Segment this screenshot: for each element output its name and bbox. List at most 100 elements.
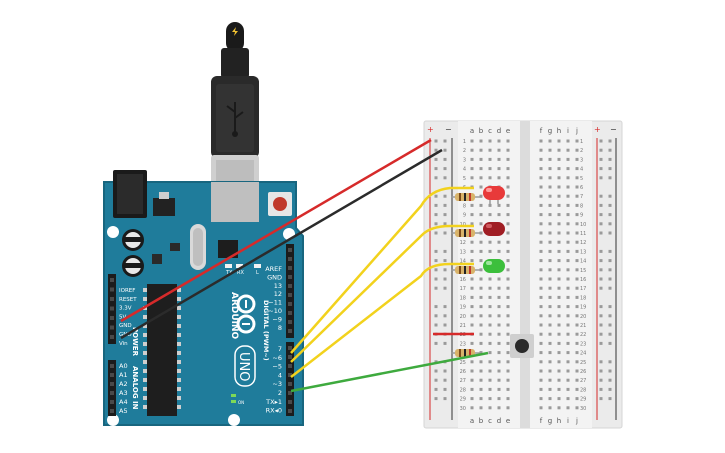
row-number: 30 xyxy=(580,406,586,412)
resistor[interactable] xyxy=(451,349,482,357)
wire-pin3-yellow[interactable] xyxy=(290,262,474,378)
row-number: 5 xyxy=(463,176,466,182)
column-label: g xyxy=(548,417,552,425)
arduino-logo-icon xyxy=(236,294,256,334)
row-number: 26 xyxy=(460,369,466,375)
row-number: 8 xyxy=(580,203,583,209)
pushbutton[interactable] xyxy=(510,334,534,358)
on-label: ON xyxy=(238,400,244,405)
row-number: 19 xyxy=(580,305,586,311)
rail-minus-label-right: − xyxy=(610,125,617,134)
row-number: 22 xyxy=(580,332,586,338)
column-label: i xyxy=(567,417,569,425)
mounting-hole xyxy=(228,414,240,426)
digital-pin-label: ~10 xyxy=(268,307,282,315)
row-number: 3 xyxy=(463,157,466,163)
small-chip xyxy=(152,254,162,264)
row-number: 7 xyxy=(580,194,583,200)
digital-pin-label: ~11 xyxy=(268,299,282,307)
digital-pin-label: 7 xyxy=(278,345,282,353)
resistor[interactable] xyxy=(451,193,482,201)
rail-plus-label-right: + xyxy=(594,125,601,134)
row-number: 25 xyxy=(460,360,466,366)
column-label: g xyxy=(548,127,552,135)
digital-pin-label: 4 xyxy=(278,371,282,379)
column-label: a xyxy=(470,417,474,425)
row-number: 14 xyxy=(580,259,586,265)
row-number: 19 xyxy=(460,305,466,311)
column-label: d xyxy=(497,417,501,425)
row-number: 1 xyxy=(580,139,583,145)
row-number: 2 xyxy=(580,148,583,154)
rail-minus-label: − xyxy=(445,125,452,134)
analog-pin-label: A5 xyxy=(119,407,128,415)
analog-header[interactable] xyxy=(108,360,116,416)
row-number: 28 xyxy=(460,387,466,393)
row-number: 23 xyxy=(460,341,466,347)
row-number: 11 xyxy=(580,231,586,237)
column-label: h xyxy=(557,417,561,425)
row-number: 9 xyxy=(463,213,466,219)
digital-pin-label: 2 xyxy=(278,389,282,397)
led-dark-red[interactable] xyxy=(483,222,505,236)
analog-pin-label: A1 xyxy=(119,371,128,379)
row-number: 3 xyxy=(580,157,583,163)
usb-port xyxy=(211,182,259,222)
digital-section-label: DIGITAL (PWM~) xyxy=(262,300,270,361)
row-number: 27 xyxy=(460,378,466,384)
usb-chip xyxy=(218,240,238,258)
row-number: 9 xyxy=(580,213,583,219)
row-number: 24 xyxy=(580,351,586,357)
wire-pin5-yellow[interactable] xyxy=(290,224,474,363)
wire-gnd-black[interactable] xyxy=(120,148,443,340)
power-pin-label: Vin xyxy=(119,341,128,347)
analog-pin-label: A4 xyxy=(119,398,128,406)
wires[interactable] xyxy=(120,138,489,393)
row-number: 21 xyxy=(580,323,586,329)
digital-pin-label: RX◂0 xyxy=(266,407,282,415)
digital-pin-label: ~5 xyxy=(272,363,282,371)
digital-pin-label: 8 xyxy=(278,324,282,332)
column-label: f xyxy=(540,127,543,135)
led-red[interactable] xyxy=(483,186,505,204)
atmega-chip xyxy=(143,284,181,416)
led-green[interactable] xyxy=(483,259,505,273)
reset-button[interactable] xyxy=(268,192,292,216)
column-label: b xyxy=(479,127,484,135)
row-number: 20 xyxy=(580,314,586,320)
resistor[interactable] xyxy=(451,229,482,237)
row-number: 20 xyxy=(460,314,466,320)
wire-5v-red[interactable] xyxy=(120,138,432,323)
voltage-regulator xyxy=(153,198,175,216)
digital-header-bottom[interactable] xyxy=(286,342,294,416)
uno-badge xyxy=(234,345,256,387)
rail-plus-label: + xyxy=(427,125,434,134)
wire-pin6-yellow[interactable] xyxy=(290,186,474,354)
row-number: 13 xyxy=(460,249,466,255)
row-number: 26 xyxy=(580,369,586,375)
digital-pin-label: ~6 xyxy=(272,354,282,362)
row-number: 2 xyxy=(463,148,466,154)
row-number: 27 xyxy=(580,378,586,384)
row-number: 13 xyxy=(580,249,586,255)
capacitor xyxy=(122,255,144,277)
breadboard-center-channel xyxy=(520,121,530,428)
digital-header-top[interactable] xyxy=(286,244,294,338)
wire-pin2-green[interactable] xyxy=(290,351,489,393)
row-number: 1 xyxy=(463,139,466,145)
column-label: j xyxy=(575,417,578,425)
row-number: 15 xyxy=(580,268,586,274)
mounting-hole xyxy=(107,226,119,238)
row-number: 21 xyxy=(460,323,466,329)
resistor[interactable] xyxy=(451,266,482,274)
row-number: 29 xyxy=(580,397,586,403)
arduino-board[interactable]: TX RX L ARDUINO UNO ON POWER ANALOG IN D… xyxy=(103,170,304,426)
row-number: 4 xyxy=(580,167,583,173)
digital-pin-label: AREF xyxy=(265,265,282,273)
analog-pin-label: A2 xyxy=(119,380,128,388)
column-label: e xyxy=(506,417,510,425)
column-label: i xyxy=(567,127,569,135)
column-label: e xyxy=(506,127,510,135)
